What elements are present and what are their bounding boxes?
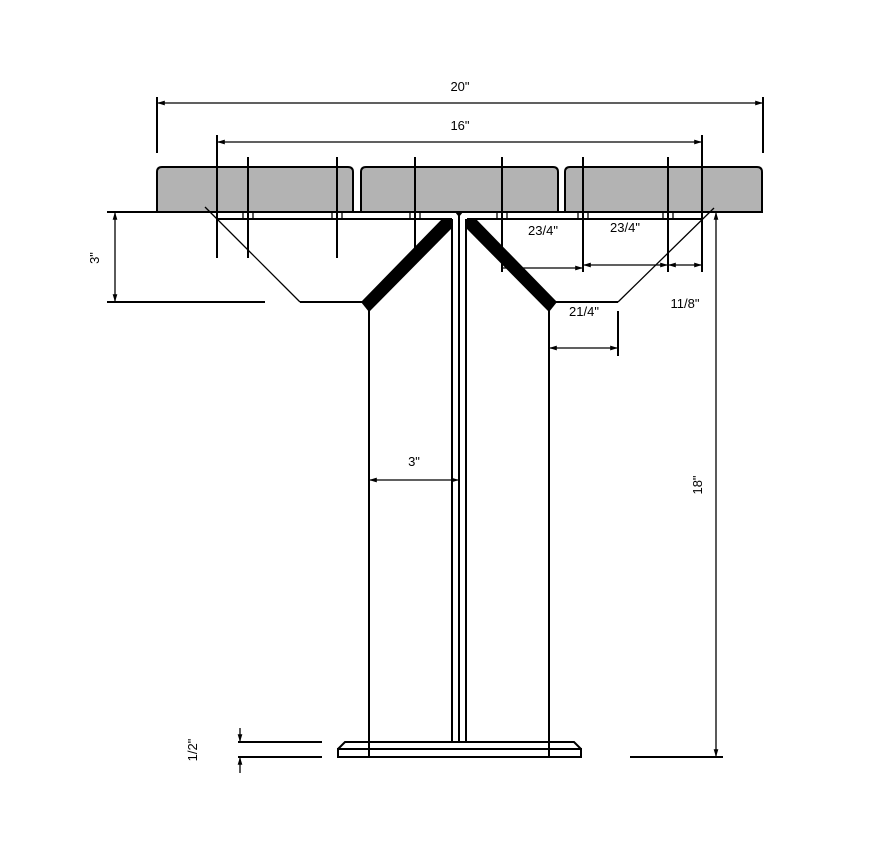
dim-18: 18" — [630, 212, 723, 758]
dim-half-inch: 1/2" — [185, 728, 322, 773]
plank-center — [360, 166, 559, 213]
column — [368, 302, 550, 757]
dim-3-center: 3" — [369, 454, 459, 483]
label-spacing-b: 23/4" — [610, 220, 640, 235]
dim-16: 16" — [216, 118, 703, 272]
label-inner-width: 16" — [450, 118, 469, 133]
dim-overhang: 21/4" — [549, 304, 619, 356]
web — [451, 212, 467, 742]
label-spacing-a: 23/4" — [528, 223, 558, 238]
plank-right — [564, 166, 763, 213]
plank-left — [156, 166, 354, 213]
flanges — [107, 206, 715, 312]
label-base-plate: 1/2" — [185, 738, 200, 761]
base-plate — [337, 741, 582, 758]
label-flange-height: 3" — [87, 252, 102, 264]
label-column-height: 18" — [690, 475, 705, 494]
deck-planks — [156, 166, 763, 213]
left-weld — [361, 219, 452, 312]
label-overall-width: 20" — [450, 79, 469, 94]
right-weld — [467, 219, 557, 312]
dim-spacing: 23/4" 23/4" 11/8" — [502, 220, 702, 311]
label-edge-offset: 11/8" — [671, 296, 700, 311]
label-half-column: 3" — [408, 454, 420, 469]
label-flange-overhang: 21/4" — [569, 304, 599, 319]
dim-3-left: 3" — [87, 212, 118, 302]
dim-20: 20" — [156, 79, 764, 153]
